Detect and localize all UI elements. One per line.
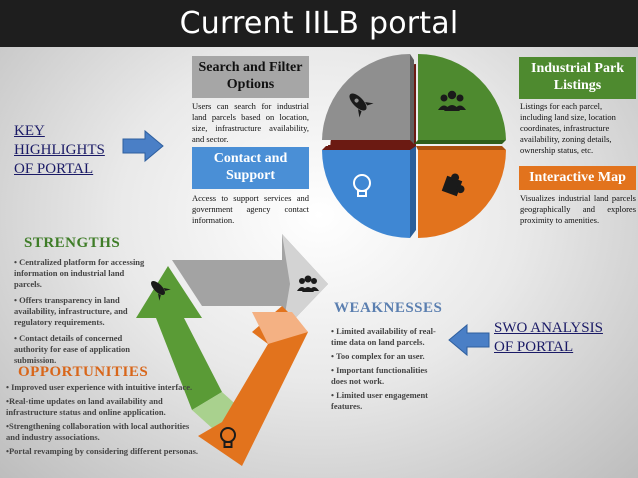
lightbulb-icon — [353, 174, 371, 197]
strengths-list: • Centralized platform for accessing inf… — [14, 257, 146, 371]
cycle-arm-orange — [198, 306, 308, 466]
search-filter-desc: Users can search for industrial land par… — [192, 101, 309, 145]
key-highlights-link[interactable]: KEY HIGHLIGHTS OF PORTAL — [14, 122, 105, 178]
contact-support-desc: Access to support services and governmen… — [192, 193, 309, 226]
list-item: • Too complex for an user. — [331, 351, 425, 362]
people-icon — [297, 275, 319, 292]
list-item: •Portal revamping by considering differe… — [6, 446, 199, 457]
swo-analysis-line: OF PORTAL — [494, 338, 574, 355]
quadrant-orange — [418, 150, 506, 238]
arrow-right-icon — [122, 129, 164, 163]
list-item: • Contact details of concerned authority… — [14, 333, 131, 366]
swo-analysis-link[interactable]: SWO ANALYSIS OF PORTAL — [494, 319, 603, 357]
interactive-map-desc: Visualizes industrial land parcels geogr… — [520, 193, 636, 226]
list-item: • Improved user experience with intuitiv… — [6, 382, 193, 392]
people-icon — [438, 90, 466, 111]
rocket-icon — [349, 93, 374, 118]
weaknesses-list: • Limited availability of real-time data… — [331, 326, 439, 415]
list-item: • Offers transparency in land availabili… — [14, 295, 128, 328]
puzzle-icon — [441, 173, 465, 197]
list-item: •Real-time updates on land availability … — [6, 396, 166, 418]
arrow-left-icon — [448, 323, 490, 357]
contact-support-title: Contact and Support — [192, 147, 309, 189]
list-item: • Important functionalities does not wor… — [331, 365, 428, 387]
industrial-park-title-text: Industrial Park Listings — [531, 61, 624, 93]
quadrant-graphic — [322, 53, 506, 238]
key-highlights-line: OF PORTAL — [14, 160, 94, 177]
weaknesses-heading: WEAKNESSES — [334, 300, 443, 316]
opportunities-heading: OPPORTUNITIES — [18, 364, 149, 380]
strengths-heading: STRENGTHS — [24, 235, 121, 251]
title-bar: Current IILB portal — [0, 0, 638, 47]
list-item: • Limited user engagement features. — [331, 390, 429, 412]
key-highlights-line: KEY — [14, 123, 45, 139]
search-filter-title-text: Search and Filter Options — [198, 60, 303, 92]
key-highlights-line: HIGHLIGHTS — [14, 141, 105, 158]
swot-cycle-graphic — [136, 234, 328, 466]
rocket-icon — [151, 281, 171, 301]
swo-analysis-line: SWO ANALYSIS — [494, 320, 603, 336]
opportunities-list: • Improved user experience with intuitiv… — [6, 382, 202, 460]
list-item: •Strengthening collaboration with local … — [6, 421, 190, 443]
interactive-map-title: Interactive Map — [519, 166, 636, 190]
quadrant-gray — [322, 54, 410, 140]
contact-support-title-text: Contact and Support — [213, 151, 288, 183]
lightbulb-icon — [220, 427, 236, 448]
search-filter-title: Search and Filter Options — [192, 56, 309, 98]
cycle-arm-green — [136, 266, 222, 410]
list-item: • Limited availability of real-time data… — [331, 326, 436, 348]
page-title: Current IILB portal — [179, 6, 459, 41]
industrial-park-desc: Listings for each parcel, including land… — [520, 101, 616, 156]
interactive-map-title-text: Interactive Map — [529, 169, 626, 185]
list-item: • Centralized platform for accessing inf… — [14, 257, 145, 290]
industrial-park-title: Industrial Park Listings — [519, 57, 636, 99]
